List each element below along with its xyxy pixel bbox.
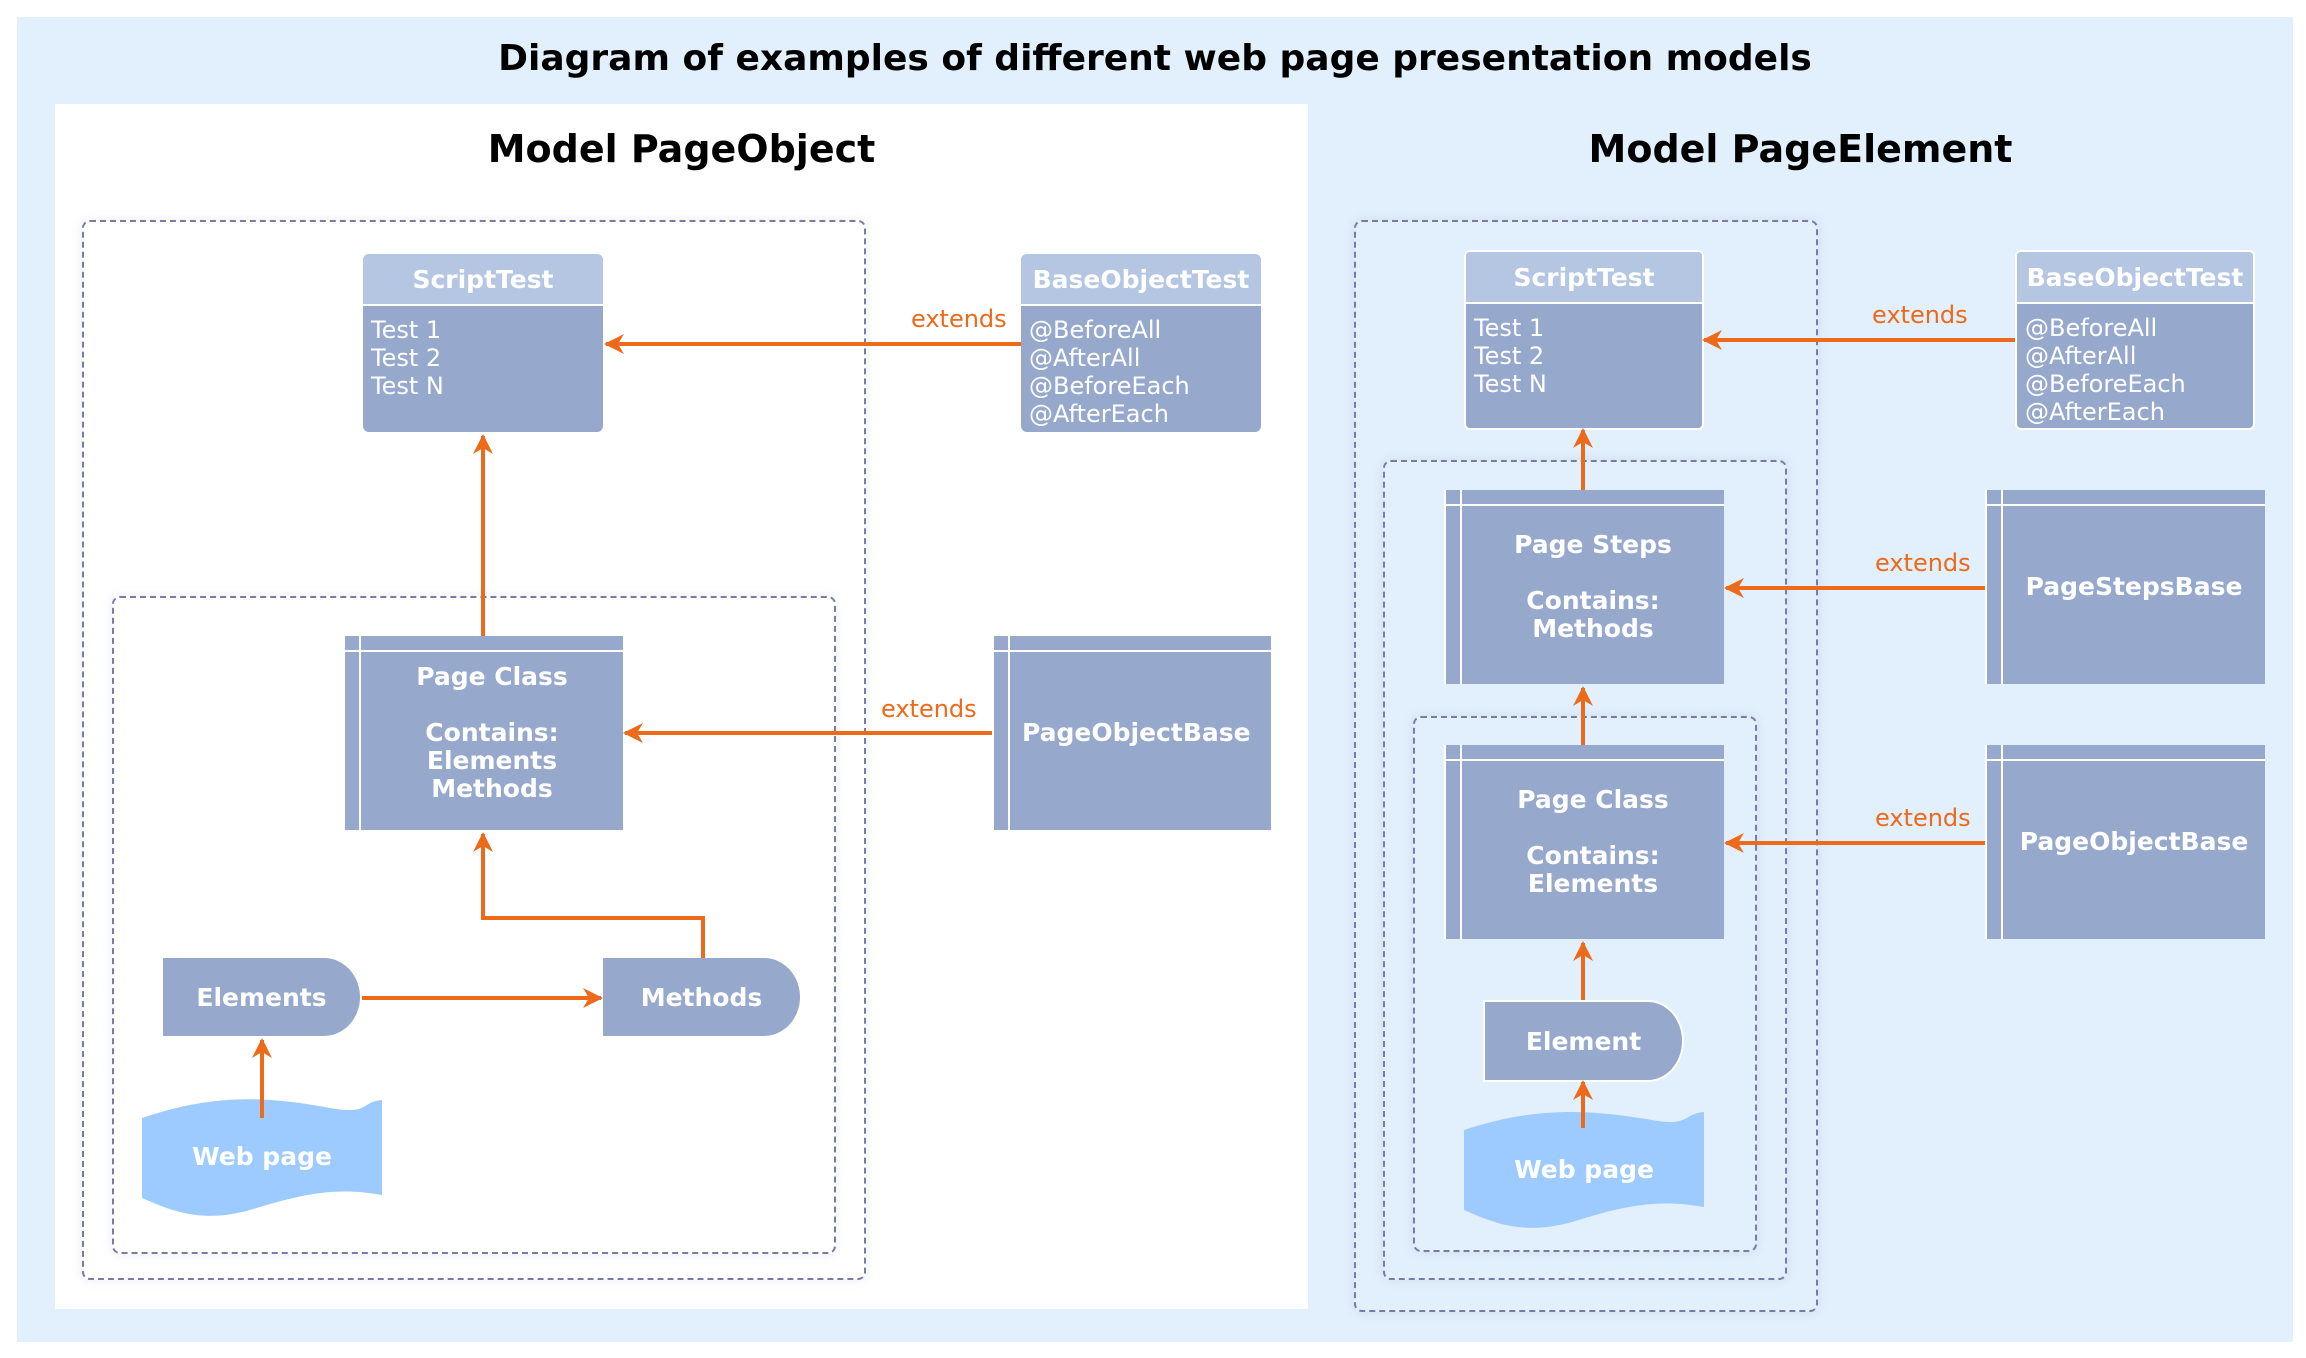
left-pageclass-item: Methods [431, 774, 553, 803]
right-element-store: Element [1483, 1000, 1684, 1082]
left-scripttest-header: ScriptTest [363, 254, 603, 306]
left-pageobjectbase-label: PageObjectBase [1022, 718, 1251, 747]
left-scripttest-box: ScriptTest Test 1 Test 2 Test N [363, 254, 603, 432]
left-scripttest-line: Test 2 [371, 344, 442, 372]
left-baseobjecttest-line: @BeforeAll [1029, 316, 1162, 344]
right-pageobjectbase-label: PageObjectBase [2019, 827, 2249, 856]
right-scripttest-body: Test 1 Test 2 Test N [1474, 314, 1547, 398]
right-pagesteps-name: Page Steps [1514, 530, 1672, 559]
left-panel-title: Model PageObject [487, 127, 876, 171]
left-scripttest-line: Test N [371, 372, 444, 400]
right-baseobjecttest-line: @BeforeEach [2025, 370, 2186, 398]
right-pagesteps-box: Page Steps Contains: Methods [1444, 490, 1724, 684]
right-webpage-label: Web page [1514, 1155, 1654, 1184]
left-pageclass-contains: Contains: [425, 718, 559, 747]
right-pagesteps-item: Methods [1532, 614, 1654, 643]
left-baseobjecttest-line: @BeforeEach [1029, 372, 1190, 400]
left-arrow-methods-to-pageclass [473, 832, 705, 958]
left-pageclass-box: Page Class Contains: Elements Methods [343, 636, 623, 830]
right-pageclass-box: Page Class Contains: Elements [1444, 745, 1724, 939]
left-pageclass-item: Elements [426, 746, 558, 775]
left-inner-group [112, 596, 836, 1254]
right-scripttest-header: ScriptTest [1466, 252, 1702, 304]
right-extends-label-3: extends [1875, 804, 1971, 832]
right-scripttest-line: Test N [1474, 370, 1547, 398]
right-scripttest-line: Test 1 [1474, 314, 1545, 342]
left-baseobjecttest-box: BaseObjectTest @BeforeAll @AfterAll @Bef… [1021, 254, 1261, 432]
left-webpage-shape [142, 1099, 382, 1216]
right-pagesteps-contains: Contains: [1526, 586, 1660, 615]
right-baseobjecttest-header: BaseObjectTest [2017, 252, 2253, 304]
right-extends-label-2: extends [1875, 549, 1971, 577]
right-baseobjecttest-line: @BeforeAll [2025, 314, 2158, 342]
left-outer-group [82, 220, 866, 1280]
diagram-title: Diagram of examples of different web pag… [498, 38, 1812, 79]
right-panel-title: Model PageElement [1588, 127, 2013, 171]
right-baseobjecttest-line: @AfterEach [2025, 398, 2165, 426]
right-webpage-shape [1464, 1111, 1704, 1228]
right-baseobjecttest-body: @BeforeAll @AfterAll @BeforeEach @AfterE… [2025, 314, 2186, 426]
right-scripttest-box: ScriptTest Test 1 Test 2 Test N [1464, 250, 1704, 430]
right-pageclass-contains: Contains: [1526, 841, 1660, 870]
right-pageclass-item: Elements [1527, 869, 1659, 898]
left-pageobjectbase-box: PageObjectBase [992, 636, 1271, 830]
left-elements-store: Elements [163, 958, 360, 1036]
left-baseobjecttest-header: BaseObjectTest [1021, 254, 1261, 306]
right-pagestepsbase-box: PageStepsBase [1985, 490, 2265, 684]
left-extends-label-1: extends [911, 305, 1007, 333]
right-pageobjectbase-box: PageObjectBase [1985, 745, 2265, 939]
right-baseobjecttest-box: BaseObjectTest @BeforeAll @AfterAll @Bef… [2015, 250, 2255, 430]
left-scripttest-line: Test 1 [371, 316, 442, 344]
right-pagestepsbase-label: PageStepsBase [2025, 572, 2243, 601]
right-extends-label-1: extends [1872, 301, 1968, 329]
left-baseobjecttest-line: @AfterAll [1029, 344, 1141, 372]
left-webpage-label: Web page [192, 1142, 332, 1171]
left-baseobjecttest-body: @BeforeAll @AfterAll @BeforeEach @AfterE… [1029, 316, 1190, 428]
right-baseobjecttest-line: @AfterAll [2025, 342, 2137, 370]
left-methods-store: Methods [603, 958, 800, 1036]
right-scripttest-line: Test 2 [1474, 342, 1545, 370]
left-pageclass-name: Page Class [416, 662, 568, 691]
left-scripttest-body: Test 1 Test 2 Test N [371, 316, 444, 400]
right-pageclass-name: Page Class [1517, 785, 1669, 814]
left-baseobjecttest-line: @AfterEach [1029, 400, 1169, 428]
right-outer-group [1354, 220, 1818, 1312]
left-extends-label-2: extends [881, 695, 977, 723]
